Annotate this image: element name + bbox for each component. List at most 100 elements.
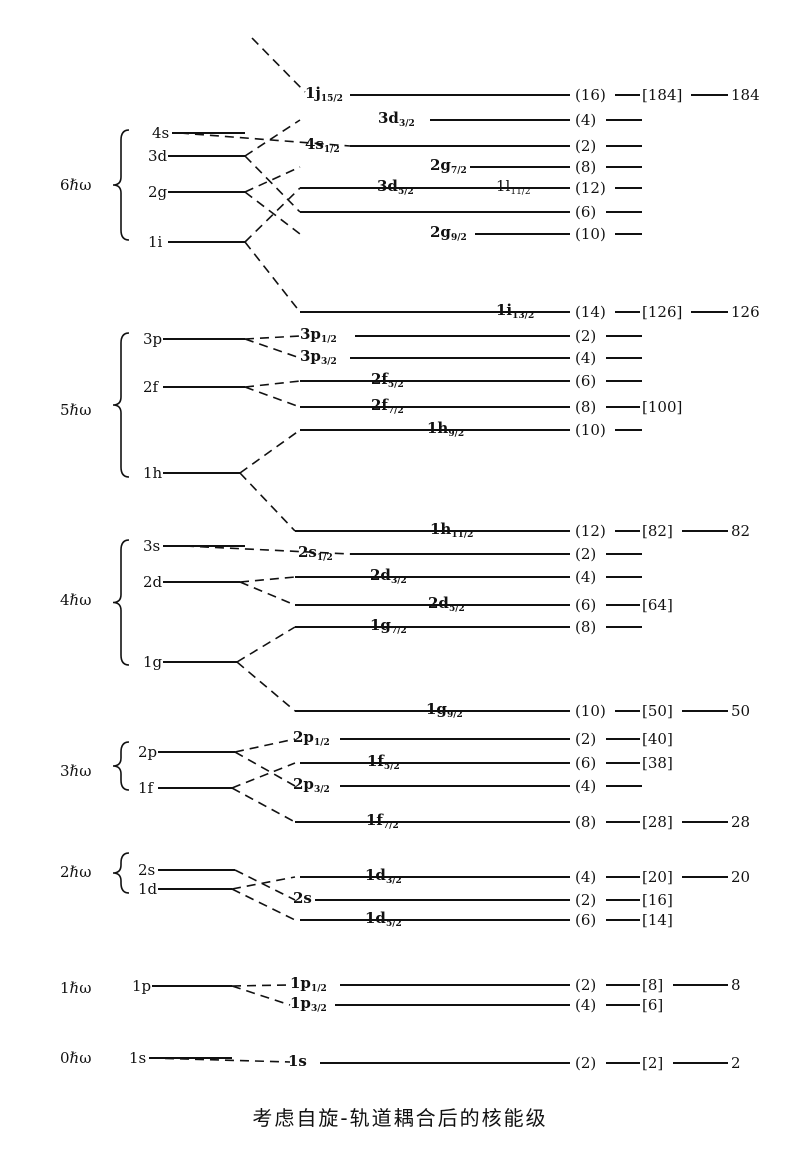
shell-brace	[112, 539, 130, 666]
split-level-label: 2p1/2	[293, 728, 330, 748]
unsplit-level-label: 2s	[138, 861, 155, 879]
splitting-connector	[244, 386, 301, 408]
unsplit-level-label: 3s	[143, 537, 160, 555]
degeneracy-label: (2)	[575, 327, 596, 345]
splitting-connector	[184, 545, 351, 555]
unsplit-level-label: 1s	[129, 1049, 146, 1067]
degeneracy-label: (6)	[575, 911, 596, 929]
cumulative-count: [184]	[642, 86, 682, 104]
splitting-connector	[244, 191, 301, 235]
splitting-connector	[244, 338, 301, 359]
degeneracy-label: (6)	[575, 754, 596, 772]
magic-number: 28	[731, 813, 750, 831]
split-level-label: 2f7/2	[371, 396, 404, 416]
shell-energy-label: 3ℏω	[60, 762, 91, 780]
degeneracy-label: (14)	[575, 303, 606, 321]
split-level-label: 3d5/2	[377, 177, 414, 197]
splitting-connector	[244, 335, 301, 340]
unsplit-level-label: 1g	[143, 653, 163, 671]
split-level-label: 1d5/2	[365, 909, 402, 929]
cumulative-count: [50]	[642, 702, 673, 720]
cumulative-count: [28]	[642, 813, 673, 831]
unsplit-level-label: 1p	[132, 977, 151, 995]
splitting-connector	[179, 132, 351, 147]
cumulative-count: [16]	[642, 891, 673, 909]
splitting-connector	[234, 869, 296, 901]
splitting-connector	[231, 985, 291, 1006]
cumulative-count: [14]	[642, 911, 673, 929]
splitting-connector	[231, 787, 296, 823]
magic-number: 8	[731, 976, 741, 994]
split-level-label: 2f5/2	[371, 370, 404, 390]
split-level-label: 3d3/2	[378, 109, 415, 129]
magic-number: 126	[731, 303, 760, 321]
split-level-label: 1f5/2	[367, 752, 400, 772]
degeneracy-label: (8)	[575, 158, 596, 176]
magic-number: 50	[731, 702, 750, 720]
splitting-connector	[244, 155, 301, 213]
cumulative-count: [126]	[642, 303, 682, 321]
split-level-label: 2d5/2	[428, 594, 465, 614]
degeneracy-label: (8)	[575, 618, 596, 636]
split-level-label: 1s	[288, 1052, 307, 1070]
shell-energy-label: 5ℏω	[60, 401, 91, 419]
split-level-label: 1h9/2	[427, 419, 464, 439]
degeneracy-label: (2)	[575, 730, 596, 748]
shell-brace	[112, 852, 130, 894]
degeneracy-label: (4)	[575, 777, 596, 795]
splitting-connector	[149, 1057, 291, 1063]
degeneracy-label: (10)	[575, 225, 606, 243]
splitting-connector	[239, 576, 296, 583]
degeneracy-label: (2)	[575, 137, 596, 155]
split-level-label: 2s1/2	[298, 543, 333, 563]
shell-brace	[112, 129, 130, 241]
splitting-connector	[231, 984, 291, 987]
cumulative-count: [6]	[642, 996, 663, 1014]
cumulative-count: [40]	[642, 730, 673, 748]
degeneracy-label: (12)	[575, 522, 606, 540]
cumulative-count: [100]	[642, 398, 682, 416]
cumulative-count: [64]	[642, 596, 673, 614]
unsplit-level-label: 4s	[152, 124, 169, 142]
degeneracy-label: (2)	[575, 1054, 596, 1072]
split-level-label: 3p3/2	[300, 347, 337, 367]
degeneracy-label: (4)	[575, 996, 596, 1014]
splitting-connector	[239, 429, 301, 474]
degeneracy-label: (16)	[575, 86, 606, 104]
splitting-connector	[231, 888, 296, 921]
split-level-label: 2d3/2	[370, 566, 407, 586]
split-level-label: 1h11/2	[430, 520, 473, 540]
splitting-connector	[239, 472, 296, 532]
split-level-label: 1p3/2	[290, 994, 327, 1014]
figure-caption: 考虑自旋-轨道耦合后的核能级	[252, 1106, 548, 1130]
connector-layer	[149, 37, 351, 1063]
degeneracy-label: (2)	[575, 545, 596, 563]
splitting-connector	[234, 738, 296, 753]
cumulative-count: [20]	[642, 868, 673, 886]
split-level-label: 3p1/2	[300, 325, 337, 345]
unsplit-level-label: 2f	[143, 378, 160, 396]
degeneracy-label: (8)	[575, 398, 596, 416]
split-level-label: 1j15/2	[305, 84, 343, 104]
degeneracy-label: (4)	[575, 111, 596, 129]
intruder-level-label: 1l11/2	[496, 177, 531, 197]
split-level-label: 2g7/2	[430, 156, 467, 176]
unsplit-level-label: 1f	[138, 779, 155, 797]
degeneracy-label: (4)	[575, 349, 596, 367]
degeneracy-label: (12)	[575, 179, 606, 197]
magic-number: 2	[731, 1054, 741, 1072]
cumulative-count: [82]	[642, 522, 673, 540]
shell-energy-label: 6ℏω	[60, 176, 91, 194]
degeneracy-label: (8)	[575, 813, 596, 831]
split-level-label: 4s1/2	[305, 135, 340, 155]
splitting-connector	[231, 762, 296, 789]
magic-number: 184	[731, 86, 760, 104]
shell-energy-label: 2ℏω	[60, 863, 91, 881]
shell-brace	[112, 741, 130, 791]
split-level-label: 1g7/2	[370, 616, 407, 636]
splitting-connector	[244, 166, 301, 193]
split-level-label: 2p3/2	[293, 775, 330, 795]
shell-energy-label: 0ℏω	[60, 1049, 91, 1067]
cumulative-count: [2]	[642, 1054, 663, 1072]
